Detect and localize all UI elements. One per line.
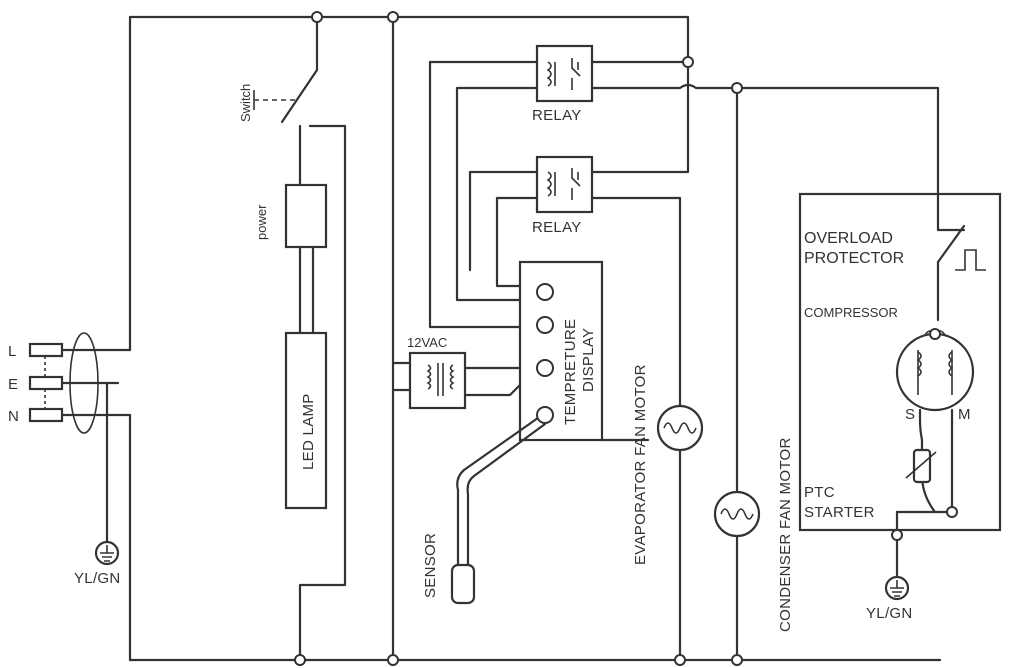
power-supply-box: [284, 183, 328, 249]
relay-contact-icon: [571, 58, 581, 90]
sensor: [450, 411, 547, 605]
compressor-motor: [895, 332, 975, 412]
switch-label: Switch: [238, 84, 253, 122]
ground-icon: [94, 540, 120, 566]
terminal-l-label: L: [8, 343, 17, 360]
relay-wiring: [428, 60, 940, 662]
compressor-s-label: S: [905, 406, 915, 423]
power-label: power: [254, 204, 269, 240]
relay-bottom-label: RELAY: [532, 219, 582, 236]
main-wiring: [58, 15, 942, 662]
ptc-label-1: PTC: [804, 484, 835, 501]
terminal-e: [28, 375, 64, 391]
ptc-thermistor-icon: [905, 448, 937, 484]
relay-bottom: [535, 155, 594, 214]
labels: Switch power LED LAMP RELAY RELAY 12VAC …: [8, 84, 971, 632]
ptc-label-2: STARTER: [804, 504, 875, 521]
motor-winding-icon: [663, 422, 697, 434]
ground-icon: [884, 575, 910, 601]
sensor-label: SENSOR: [422, 533, 439, 598]
condenser-fan-motor: [713, 86, 761, 662]
switch-blade: [280, 68, 319, 124]
terminal-e-label: E: [8, 376, 18, 393]
display-label-1: TEMPRETURE: [562, 319, 579, 425]
terminal-n-label: N: [8, 408, 19, 425]
led-lamp-box: [284, 331, 328, 510]
relay-top-label: RELAY: [532, 107, 582, 124]
coil-icon: [546, 61, 556, 87]
temperature-display: [518, 260, 650, 442]
display-label-2: DISPLAY: [580, 328, 597, 392]
ground-left-label: YL/GN: [74, 570, 121, 587]
overload-label-1: OVERLOAD: [804, 230, 893, 247]
relay-top: [535, 44, 594, 103]
display-terminal-1: [536, 283, 554, 301]
terminal-block: [28, 332, 99, 434]
relay-contact-icon: [571, 168, 581, 200]
transformer-label: 12VAC: [407, 335, 447, 350]
compressor-label: COMPRESSOR: [804, 305, 898, 320]
coil-icon: [546, 171, 556, 197]
display-terminal-2: [536, 316, 554, 334]
evaporator-fan-motor-label: EVAPORATOR FAN MOTOR: [632, 364, 649, 565]
compressor-m-label: M: [958, 406, 971, 423]
motor-winding-icon: [720, 508, 754, 520]
display-terminal-3: [536, 359, 554, 377]
overload-label-2: PROTECTOR: [804, 250, 904, 267]
transformer: [408, 351, 539, 410]
condenser-fan-motor-label: CONDENSER FAN MOTOR: [777, 437, 794, 632]
junction-nodes: [294, 11, 958, 666]
cable-sheath: [69, 332, 99, 434]
overload-symbol: [955, 249, 986, 271]
display-terminal-4: [536, 406, 554, 424]
terminal-n: [28, 407, 64, 423]
terminal-l: [28, 342, 64, 358]
ground-right-label: YL/GN: [866, 605, 913, 622]
transformer-icon: [426, 363, 455, 396]
evaporator-fan-motor: [656, 404, 704, 452]
lamp-branch: [253, 15, 347, 662]
sensor-probe: [450, 563, 476, 605]
led-lamp-label: LED LAMP: [300, 393, 317, 470]
